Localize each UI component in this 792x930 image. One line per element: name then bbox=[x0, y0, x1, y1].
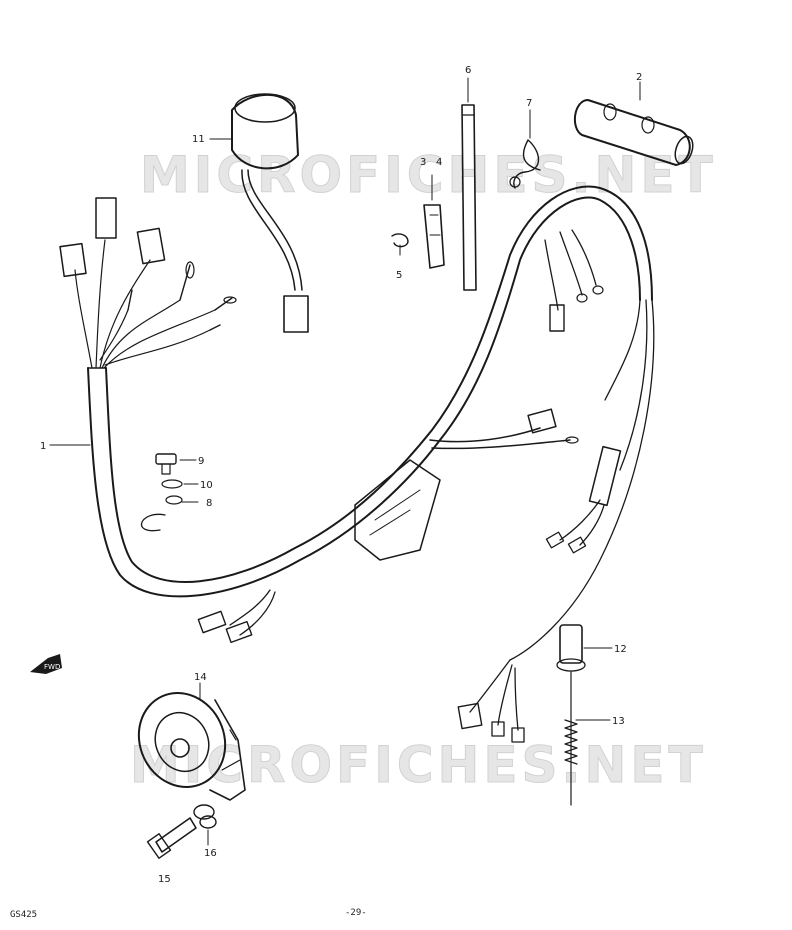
leader-lines bbox=[49, 77, 641, 846]
part-11-switch bbox=[231, 93, 309, 333]
footer-page-number: -29- bbox=[345, 908, 367, 918]
footer-model-code: GS425 bbox=[10, 910, 38, 920]
callout-1: 1 bbox=[40, 441, 46, 452]
callout-2: 2 bbox=[636, 72, 642, 83]
callout-16: 16 bbox=[204, 848, 217, 859]
callout-10: 10 bbox=[200, 480, 213, 491]
part-14-horn bbox=[137, 692, 246, 801]
watermark-top: MICROFICHES.NET bbox=[140, 146, 717, 204]
callout-7: 7 bbox=[526, 98, 532, 109]
callout-11: 11 bbox=[192, 134, 205, 145]
callout-6: 6 bbox=[465, 65, 471, 76]
part-15-bolt bbox=[146, 817, 197, 859]
part-8-9-10-fasteners bbox=[140, 453, 183, 532]
part-12-13-switch-spring bbox=[556, 624, 586, 806]
callout-15: 15 bbox=[158, 874, 171, 885]
part-16-washers bbox=[193, 804, 217, 829]
watermark-bottom: MICROFICHES.NET bbox=[130, 736, 707, 794]
part-5-clamp bbox=[391, 233, 409, 248]
callout-13: 13 bbox=[612, 716, 625, 727]
callout-3: 3 bbox=[420, 157, 426, 168]
callout-5: 5 bbox=[396, 270, 402, 281]
direction-arrow: FWD bbox=[30, 654, 62, 674]
direction-arrow-label: FWD bbox=[44, 663, 60, 671]
part-1-wiring-harness bbox=[59, 185, 655, 743]
callout-4: 4 bbox=[436, 157, 442, 168]
callout-14: 14 bbox=[194, 672, 207, 683]
callout-8: 8 bbox=[206, 498, 212, 509]
part-6-strap bbox=[461, 104, 477, 291]
callout-12: 12 bbox=[614, 644, 627, 655]
part-3-4-bracket bbox=[423, 204, 445, 269]
callout-9: 9 bbox=[198, 456, 204, 467]
part-2-cylinder bbox=[573, 99, 694, 166]
part-7-clip bbox=[509, 139, 541, 189]
